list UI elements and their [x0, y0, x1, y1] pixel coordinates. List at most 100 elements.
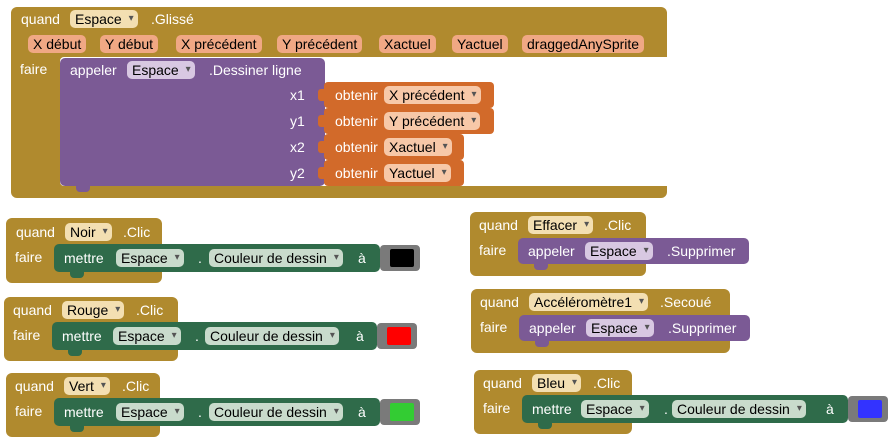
obtenir-keyword: obtenir — [335, 139, 378, 155]
block-notch — [76, 186, 90, 192]
color-block-red[interactable] — [377, 323, 417, 349]
target-dropdown[interactable]: Espace — [581, 400, 649, 418]
setter-block-couleur-noir[interactable]: mettre Espace . Couleur de dessin à — [54, 244, 380, 278]
block-notch — [538, 423, 552, 429]
target-dropdown[interactable]: Espace — [585, 242, 653, 260]
param-y-precedent[interactable]: Y précédent — [277, 35, 363, 53]
mettre-keyword: mettre — [532, 401, 572, 417]
getter-block-yactuel[interactable]: obtenir Yactuel — [318, 160, 464, 186]
event-name: .Clic — [123, 224, 151, 240]
color-block-blue[interactable] — [848, 396, 888, 422]
color-swatch-black[interactable] — [390, 249, 414, 267]
dot: . — [195, 328, 199, 344]
setter-block-couleur-vert[interactable]: mettre Espace . Couleur de dessin à — [54, 398, 380, 432]
quand-keyword: quand — [15, 378, 54, 394]
quand-keyword: quand — [480, 294, 519, 310]
component-dropdown-espace[interactable]: Espace — [127, 61, 195, 79]
appeler-keyword: appeler — [529, 320, 576, 336]
color-block-green[interactable] — [380, 399, 420, 425]
a-keyword: à — [356, 328, 364, 344]
faire-keyword: faire — [13, 327, 41, 343]
variable-dropdown[interactable]: Xactuel — [384, 138, 452, 156]
obtenir-keyword: obtenir — [335, 113, 378, 129]
getter-block-x-precedent[interactable]: obtenir X précédent — [318, 82, 494, 108]
faire-keyword: faire — [479, 242, 507, 258]
arg-label-y2: y2 — [290, 165, 305, 181]
block-notch — [68, 350, 82, 356]
method-name: .Dessiner ligne — [209, 62, 302, 78]
component-dropdown[interactable]: Bleu — [532, 374, 582, 392]
color-swatch-red[interactable] — [387, 327, 411, 345]
a-keyword: à — [358, 404, 366, 420]
quand-keyword: quand — [479, 217, 518, 233]
setter-block-couleur-bleu[interactable]: mettre Espace . Couleur de dessin à — [522, 395, 848, 429]
call-block-supprimer[interactable]: appeler Espace .Supprimer — [519, 315, 750, 347]
dot: . — [198, 250, 202, 266]
a-keyword: à — [358, 250, 366, 266]
arg-label-x2: x2 — [290, 139, 305, 155]
socket — [318, 167, 324, 179]
target-dropdown[interactable]: Espace — [116, 403, 184, 421]
faire-keyword: faire — [15, 403, 43, 419]
target-dropdown[interactable]: Espace — [113, 327, 181, 345]
param-dragged-any-sprite[interactable]: draggedAnySprite — [522, 35, 645, 53]
property-dropdown[interactable]: Couleur de dessin — [672, 400, 806, 418]
socket — [318, 89, 324, 101]
quand-keyword: quand — [16, 224, 55, 240]
obtenir-keyword: obtenir — [335, 87, 378, 103]
color-swatch-blue[interactable] — [858, 400, 882, 418]
mettre-keyword: mettre — [62, 328, 102, 344]
component-dropdown[interactable]: Vert — [64, 377, 110, 395]
socket — [318, 115, 324, 127]
quand-keyword: quand — [13, 302, 52, 318]
method-name: .Supprimer — [668, 320, 737, 336]
socket — [318, 141, 324, 153]
param-y-debut[interactable]: Y début — [100, 35, 159, 53]
arg-label-y1: y1 — [290, 113, 305, 129]
appeler-keyword: appeler — [528, 243, 575, 259]
component-dropdown-espace[interactable]: Espace — [70, 10, 138, 28]
color-block-black[interactable] — [380, 245, 420, 271]
event-name: .Clic — [122, 378, 150, 394]
call-block-supprimer[interactable]: appeler Espace .Supprimer — [518, 238, 749, 270]
appeler-keyword: appeler — [70, 62, 117, 78]
dot: . — [664, 401, 668, 417]
method-name: .Supprimer — [667, 243, 736, 259]
param-yactuel[interactable]: Yactuel — [452, 35, 508, 53]
event-name: .Clic — [604, 217, 632, 233]
getter-block-xactuel[interactable]: obtenir Xactuel — [318, 134, 464, 160]
dot: . — [198, 404, 202, 420]
arg-label-x1: x1 — [290, 87, 305, 103]
param-x-debut[interactable]: X début — [28, 35, 87, 53]
variable-dropdown[interactable]: X précédent — [384, 86, 481, 104]
color-swatch-green[interactable] — [390, 403, 414, 421]
faire-keyword: faire — [20, 61, 48, 77]
param-xactuel[interactable]: Xactuel — [379, 35, 436, 53]
faire-keyword: faire — [480, 319, 508, 335]
variable-dropdown[interactable]: Yactuel — [384, 164, 451, 182]
block-notch — [70, 426, 84, 432]
target-dropdown[interactable]: Espace — [116, 249, 184, 267]
event-name: .Clic — [593, 375, 621, 391]
call-block-dessiner-ligne[interactable]: appeler Espace .Dessiner ligne x1 y1 x2 … — [60, 58, 325, 192]
mettre-keyword: mettre — [64, 250, 104, 266]
property-dropdown[interactable]: Couleur de dessin — [205, 327, 339, 345]
quand-keyword: quand — [21, 11, 60, 27]
mettre-keyword: mettre — [64, 404, 104, 420]
component-dropdown[interactable]: Noir — [65, 223, 112, 241]
event-name: .Clic — [136, 302, 164, 318]
obtenir-keyword: obtenir — [335, 165, 378, 181]
block-notch — [534, 264, 548, 270]
param-x-precedent[interactable]: X précédent — [176, 35, 262, 53]
getter-block-y-precedent[interactable]: obtenir Y précédent — [318, 108, 494, 134]
property-dropdown[interactable]: Couleur de dessin — [209, 403, 343, 421]
component-dropdown[interactable]: Accéléromètre1 — [529, 293, 649, 311]
component-dropdown[interactable]: Rouge — [62, 301, 125, 319]
property-dropdown[interactable]: Couleur de dessin — [209, 249, 343, 267]
setter-block-couleur-rouge[interactable]: mettre Espace . Couleur de dessin à — [52, 322, 377, 356]
quand-keyword: quand — [483, 375, 522, 391]
variable-dropdown[interactable]: Y précédent — [384, 112, 481, 130]
block-notch — [70, 272, 84, 278]
target-dropdown[interactable]: Espace — [586, 319, 654, 337]
component-dropdown[interactable]: Effacer — [528, 216, 594, 234]
